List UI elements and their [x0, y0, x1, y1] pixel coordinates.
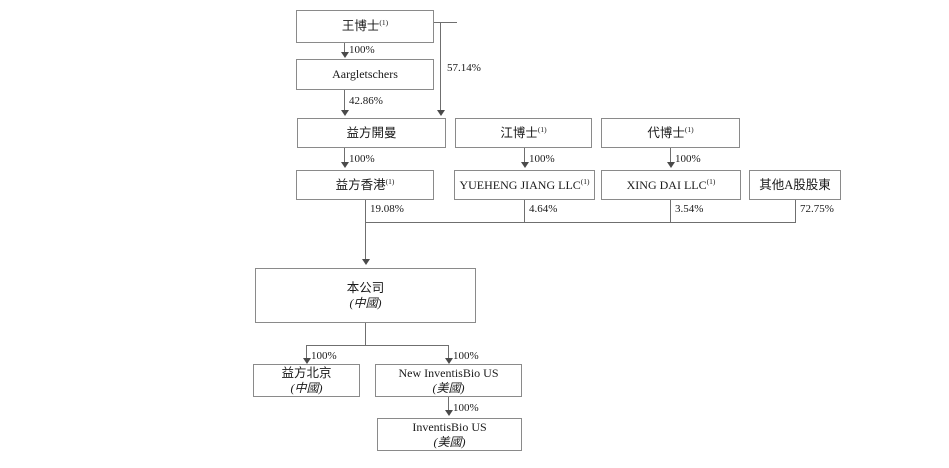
edge-company-bj-line: [306, 345, 307, 359]
edge-newinventis-inventis-line: [448, 397, 449, 411]
edge-newinventis-inventis-label: 100%: [453, 402, 479, 414]
node-yifang-beijing[interactable]: 益方北京 (中國): [253, 364, 360, 397]
edge-yueheng-company-line: [524, 200, 525, 222]
edge-aargletschers-cayman-line: [344, 90, 345, 111]
node-inventisbio-us-jurisdiction: (美國): [433, 434, 466, 449]
node-jiang-label: 江博士(1): [500, 124, 547, 140]
edge-newinventis-inventis-arrow: [445, 410, 453, 416]
edge-wang-aargletschers-arrow: [341, 52, 349, 58]
edge-company-branch-bar: [306, 345, 449, 346]
node-yifang-hk-label: 益方香港(1): [335, 176, 395, 192]
node-company-label: 本公司: [346, 281, 385, 296]
edge-company-bj-label: 100%: [311, 350, 337, 362]
edge-xingdai-company-label: 3.54%: [675, 203, 704, 215]
edge-aargletschers-cayman-label: 42.86%: [349, 95, 383, 107]
edge-cayman-hk-line: [344, 148, 345, 163]
edge-company-newinventis-line: [448, 345, 449, 359]
node-new-inventisbio-us[interactable]: New InventisBio US (美國): [375, 364, 522, 397]
edge-wang-cayman-label: 57.14%: [447, 62, 481, 74]
node-dai[interactable]: 代博士(1): [601, 118, 740, 148]
node-jiang[interactable]: 江博士(1): [455, 118, 592, 148]
edge-hk-company-arrow: [362, 259, 370, 265]
edge-wang-cayman-arrow: [437, 110, 445, 116]
edge-wang-aargletschers-label: 100%: [349, 44, 375, 56]
edge-company-branch-stem: [365, 323, 366, 346]
edge-dai-xingdai-line: [670, 148, 671, 163]
edge-wang-aargletschers-line: [344, 43, 345, 53]
node-yifang-cayman-label: 益方開曼: [346, 125, 397, 140]
node-wang-label: 王博士(1): [341, 17, 389, 34]
node-yueheng-jiang-llc[interactable]: YUEHENG JIANG LLC(1): [454, 170, 595, 200]
edge-other-company-line: [795, 200, 796, 222]
edge-company-newinventis-arrow: [445, 358, 453, 364]
edge-xingdai-company-line: [670, 200, 671, 222]
edge-cayman-hk-arrow: [341, 162, 349, 168]
node-wang[interactable]: 王博士(1): [296, 10, 434, 43]
edge-dai-xingdai-label: 100%: [675, 153, 701, 165]
node-company[interactable]: 本公司 (中國): [255, 268, 476, 323]
node-yifang-beijing-jurisdiction: (中國): [290, 380, 323, 395]
node-other-a-shareholders[interactable]: 其他A股股東: [749, 170, 841, 200]
node-new-inventisbio-us-label: New InventisBio US: [398, 366, 499, 381]
edge-yueheng-company-label: 4.64%: [529, 203, 558, 215]
node-inventisbio-us-label: InventisBio US: [412, 420, 487, 435]
node-new-inventisbio-us-jurisdiction: (美國): [432, 380, 465, 395]
node-dai-label: 代博士(1): [647, 124, 694, 140]
edge-company-newinventis-label: 100%: [453, 350, 479, 362]
shareholders-bus-line: [365, 222, 796, 223]
node-yifang-hk[interactable]: 益方香港(1): [296, 170, 434, 200]
edge-aargletschers-cayman-arrow: [341, 110, 349, 116]
node-yifang-beijing-label: 益方北京: [281, 366, 332, 381]
node-yueheng-jiang-llc-label: YUEHENG JIANG LLC(1): [459, 176, 590, 192]
node-inventisbio-us[interactable]: InventisBio US (美國): [377, 418, 522, 451]
node-company-jurisdiction: (中國): [349, 295, 382, 310]
edge-hk-company-label-value: 19.08%: [370, 203, 404, 215]
edge-company-bj-arrow: [303, 358, 311, 364]
edge-hk-company-line: [365, 200, 366, 260]
edge-jiang-yueheng-label: 100%: [529, 153, 555, 165]
node-xing-dai-llc-label: XING DAI LLC(1): [626, 176, 716, 192]
node-aargletschers-label: Aargletschers: [332, 67, 398, 82]
node-xing-dai-llc[interactable]: XING DAI LLC(1): [601, 170, 741, 200]
edge-cayman-hk-label: 100%: [349, 153, 375, 165]
edge-other-company-label: 72.75%: [800, 203, 834, 215]
node-aargletschers[interactable]: Aargletschers: [296, 59, 434, 90]
edge-wang-cayman-vseg: [440, 22, 441, 111]
edge-wang-cayman-hseg: [434, 22, 457, 23]
node-other-a-shareholders-label: 其他A股股東: [759, 177, 831, 192]
edge-dai-xingdai-arrow: [667, 162, 675, 168]
edge-jiang-yueheng-line: [524, 148, 525, 163]
edge-jiang-yueheng-arrow: [521, 162, 529, 168]
node-yifang-cayman[interactable]: 益方開曼: [297, 118, 446, 148]
